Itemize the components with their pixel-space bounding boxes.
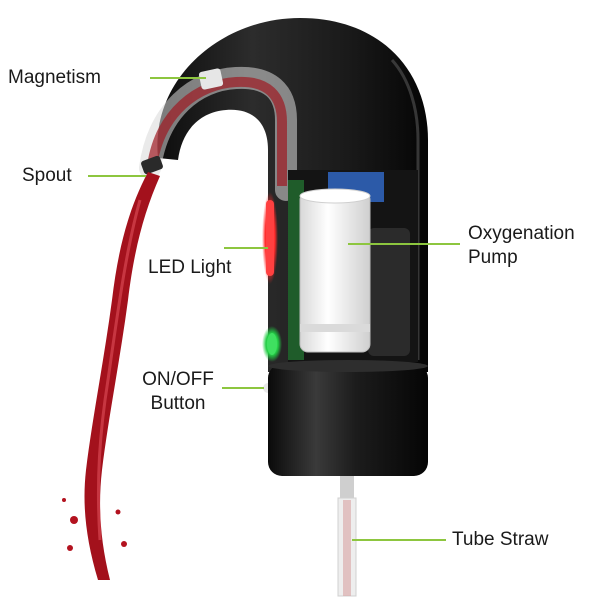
- label-oxygenation-line2: Pump: [468, 247, 518, 268]
- wine-stream-highlight: [96, 199, 142, 541]
- base: [268, 364, 428, 476]
- wine-droplet: [121, 541, 127, 547]
- label-led-light: LED Light: [148, 257, 232, 278]
- spout-tip: [141, 155, 163, 175]
- leader-lines: [88, 77, 460, 541]
- magnet-ring: [198, 68, 224, 90]
- wine-droplet: [115, 509, 121, 515]
- label-oxygenation-pump: Oxygenation Pump: [468, 222, 575, 270]
- label-spout: Spout: [22, 165, 72, 186]
- housing-highlight: [390, 58, 420, 360]
- pump-ring: [300, 324, 370, 332]
- label-oxygenation-line1: Oxygenation: [468, 223, 575, 244]
- tube-connector: [340, 476, 354, 498]
- wine-droplet: [62, 498, 66, 502]
- wine-droplet: [67, 545, 73, 551]
- pump-cylinder-top: [299, 188, 371, 204]
- motor: [368, 228, 410, 356]
- wine-stream: [84, 172, 160, 580]
- label-onoff-line2: Button: [150, 393, 206, 414]
- label-onoff-button: ON/OFF Button: [136, 368, 220, 416]
- led-green-core: [267, 333, 277, 355]
- label-magnetism: Magnetism: [8, 67, 101, 88]
- tube-straw-wine: [343, 500, 351, 596]
- wine-droplet: [70, 516, 78, 524]
- base-top-rim: [268, 360, 428, 372]
- label-tube-straw: Tube Straw: [452, 529, 549, 550]
- label-onoff-line1: ON/OFF: [142, 369, 214, 390]
- spout-wine-inner: [147, 76, 287, 186]
- led-red-core: [266, 200, 274, 276]
